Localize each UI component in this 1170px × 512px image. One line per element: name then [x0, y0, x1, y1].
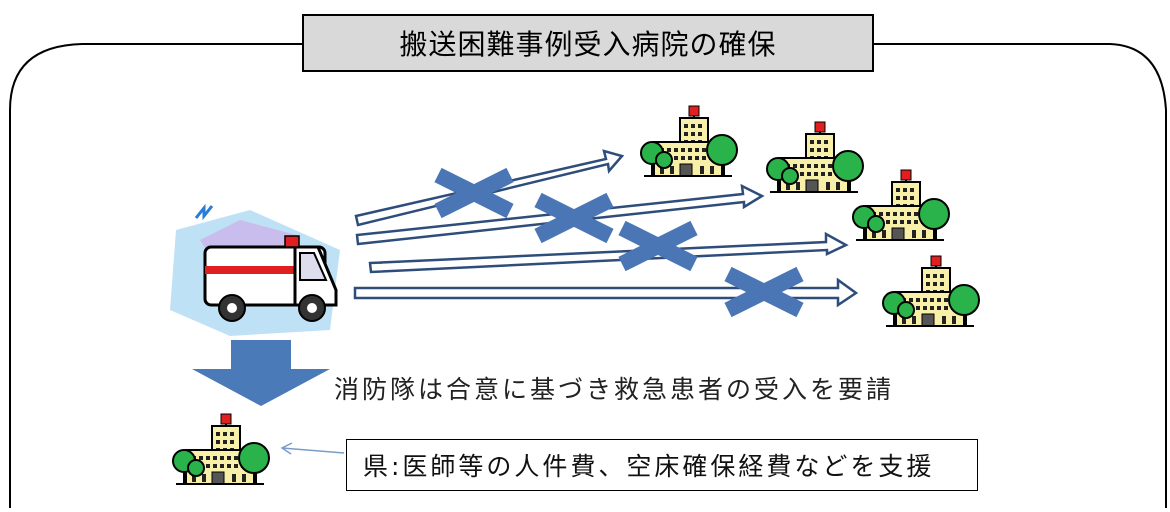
hospital-icon [640, 105, 738, 177]
hospital-icon [882, 255, 980, 327]
blocked-cross-icon [438, 175, 510, 211]
diagram-title: 搬送困難事例受入病院の確保 [302, 14, 874, 72]
support-arrow [280, 442, 345, 455]
hospital-icon [172, 413, 270, 485]
ambulance-icon [170, 203, 340, 336]
down-arrow-icon [192, 340, 330, 406]
outer-frame [9, 43, 1167, 508]
support-note: 県:医師等の人件費、空床確保経費などを支援 [346, 439, 978, 491]
request-caption: 消防隊は合意に基づき救急患者の受入を要請 [334, 375, 895, 404]
route-arrow [353, 277, 859, 308]
hospital-icon [766, 121, 864, 193]
hospital-icon [852, 169, 950, 241]
route-arrow [368, 231, 849, 274]
